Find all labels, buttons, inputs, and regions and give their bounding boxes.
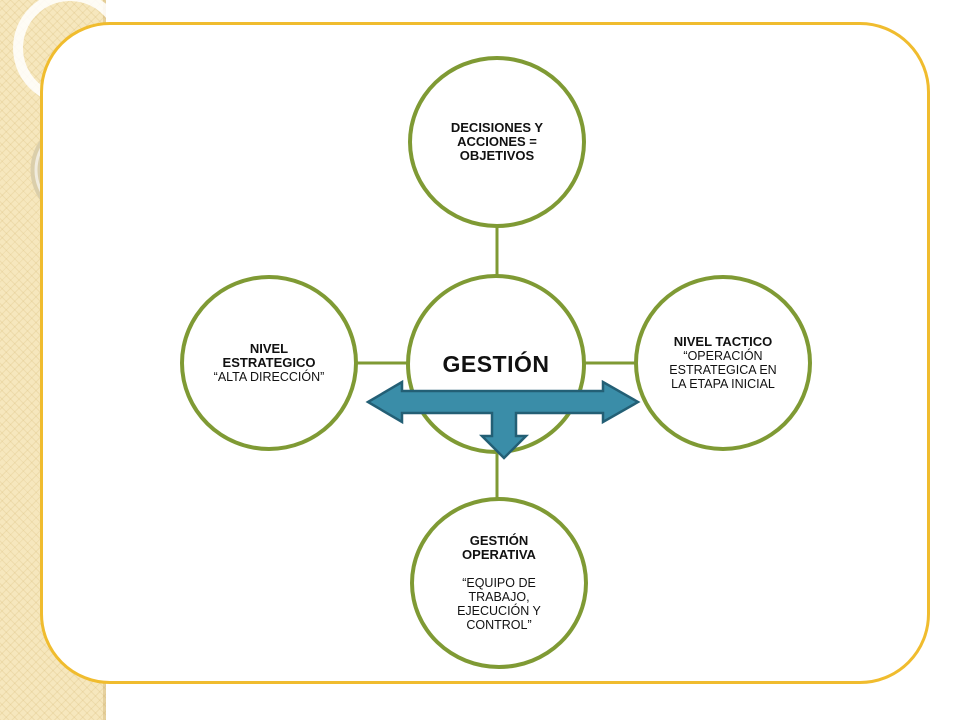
- node-right-title: NIVEL TACTICO: [673, 334, 773, 349]
- node-right-subtitle: “OPERACIÓN ESTRATEGICA EN LA ETAPA INICI…: [669, 349, 777, 391]
- node-left-subtitle: “ALTA DIRECCIÓN”: [213, 370, 325, 384]
- node-top-title: DECISIONES Y ACCIONES = OBJETIVOS: [450, 120, 544, 163]
- node-left-title: NIVEL ESTRATEGICO: [222, 341, 316, 370]
- node-gestion-operativa: GESTIÓN OPERATIVA “EQUIPO DE TRABAJO, EJ…: [410, 497, 588, 669]
- node-nivel-tactico: NIVEL TACTICO “OPERACIÓN ESTRATEGICA EN …: [634, 275, 812, 451]
- node-center-title: GESTIÓN: [442, 351, 550, 377]
- node-gestion: GESTIÓN: [406, 274, 586, 454]
- node-decisiones-acciones: DECISIONES Y ACCIONES = OBJETIVOS: [408, 56, 586, 228]
- node-nivel-estrategico: NIVEL ESTRATEGICO “ALTA DIRECCIÓN”: [180, 275, 358, 451]
- node-bottom-subtitle: “EQUIPO DE TRABAJO, EJECUCIÓN Y CONTROL”: [457, 576, 541, 632]
- node-bottom-title: GESTIÓN OPERATIVA: [462, 533, 536, 562]
